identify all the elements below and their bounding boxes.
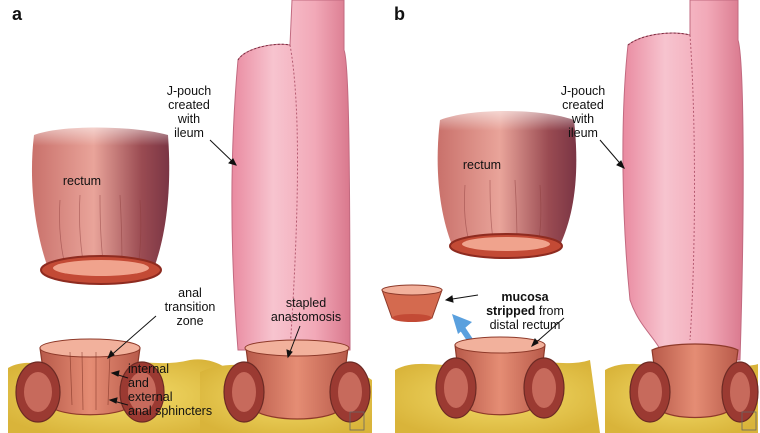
label-anal-transition-zone: anal transition zone: [150, 286, 230, 328]
label-jpouch-a: J-pouch created with ileum: [158, 84, 220, 140]
panel-label-a: a: [12, 4, 22, 25]
label-mucosa-stripped: mucosa stripped from distal rectum: [470, 276, 580, 332]
label-stapled-anastomosis: stapled anastomosis: [260, 296, 352, 324]
label-sphincters: internal and external anal sphincters: [128, 362, 248, 418]
label-jpouch-b: J-pouch created with ileum: [552, 84, 614, 140]
j-pouch-b: [623, 0, 743, 360]
panel-label-b: b: [394, 4, 405, 25]
label-rectum-a: rectum: [52, 174, 112, 188]
label-rectum-b: rectum: [452, 158, 512, 172]
